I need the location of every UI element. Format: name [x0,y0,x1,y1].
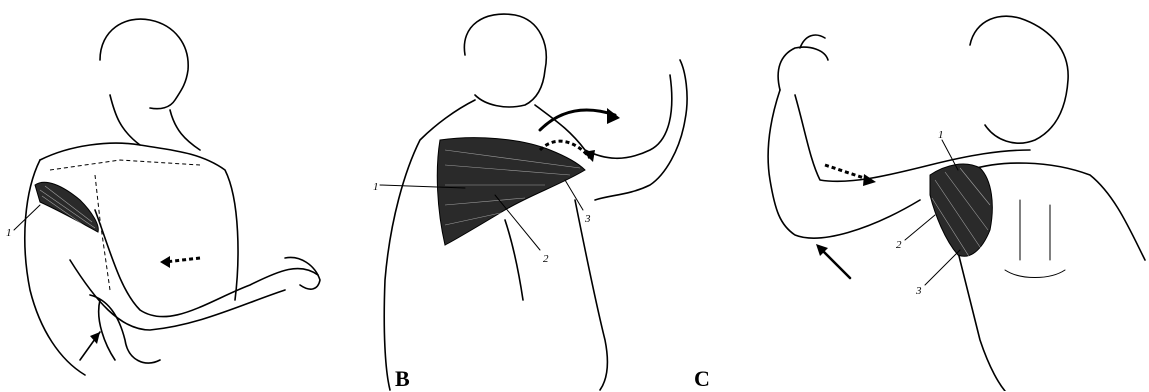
arrow-dashed-b-head [583,150,595,162]
head-outline-b [464,14,546,107]
callout-b2: 2 [543,253,549,265]
callout-b3: 3 [584,213,591,225]
spine-b [505,220,523,300]
arm-c-lower [795,95,1030,181]
arrow-solid-c [820,248,850,278]
arm-c-upper [768,90,920,238]
arrow-solid-b-head [607,108,620,124]
callout-b1: 1 [373,181,379,193]
hand-c [778,35,828,90]
callout-c1: 1 [938,129,944,141]
panel-a: 1 [0,0,345,391]
callout-c3: 3 [915,285,922,297]
arrow-solid-b [540,110,615,130]
arrow-solid-a-head [90,332,100,344]
muscle-b [437,138,585,245]
arm-b-lower [595,60,687,200]
torso-outline [40,143,238,300]
panel-c: 1 2 3 [720,0,1149,391]
arrow-dashed-a [165,258,200,262]
panel-label-c: C [694,366,710,392]
callout-line-c2 [905,215,935,240]
panel-label-b: B [395,366,410,392]
arrow-dashed-c-head [863,174,876,186]
panel-c-illustration: 1 2 3 [720,0,1149,391]
forearm-lower-a [70,260,285,330]
helper-hand [90,295,160,363]
callout-c2: 2 [896,239,902,251]
head-outline [100,19,188,109]
shoulder-c [970,163,1145,260]
callout-line-c3 [925,250,960,285]
panel-b: 1 2 3 [345,0,720,391]
panel-b-illustration: 1 2 3 [345,0,720,391]
head-outline-c [970,16,1068,143]
neck-outline [110,95,200,150]
arrow-dashed-c [825,165,870,180]
muscle-a [35,182,98,232]
callout-a1: 1 [6,227,12,239]
clavicle-line [50,160,200,170]
torso-details-c [1005,200,1065,278]
panel-a-illustration: 1 [0,0,345,391]
arrow-dashed-a-head [160,256,170,268]
back-right-b [575,200,607,390]
callout-line-b3 [565,180,583,210]
forearm-outline-a [95,210,318,317]
